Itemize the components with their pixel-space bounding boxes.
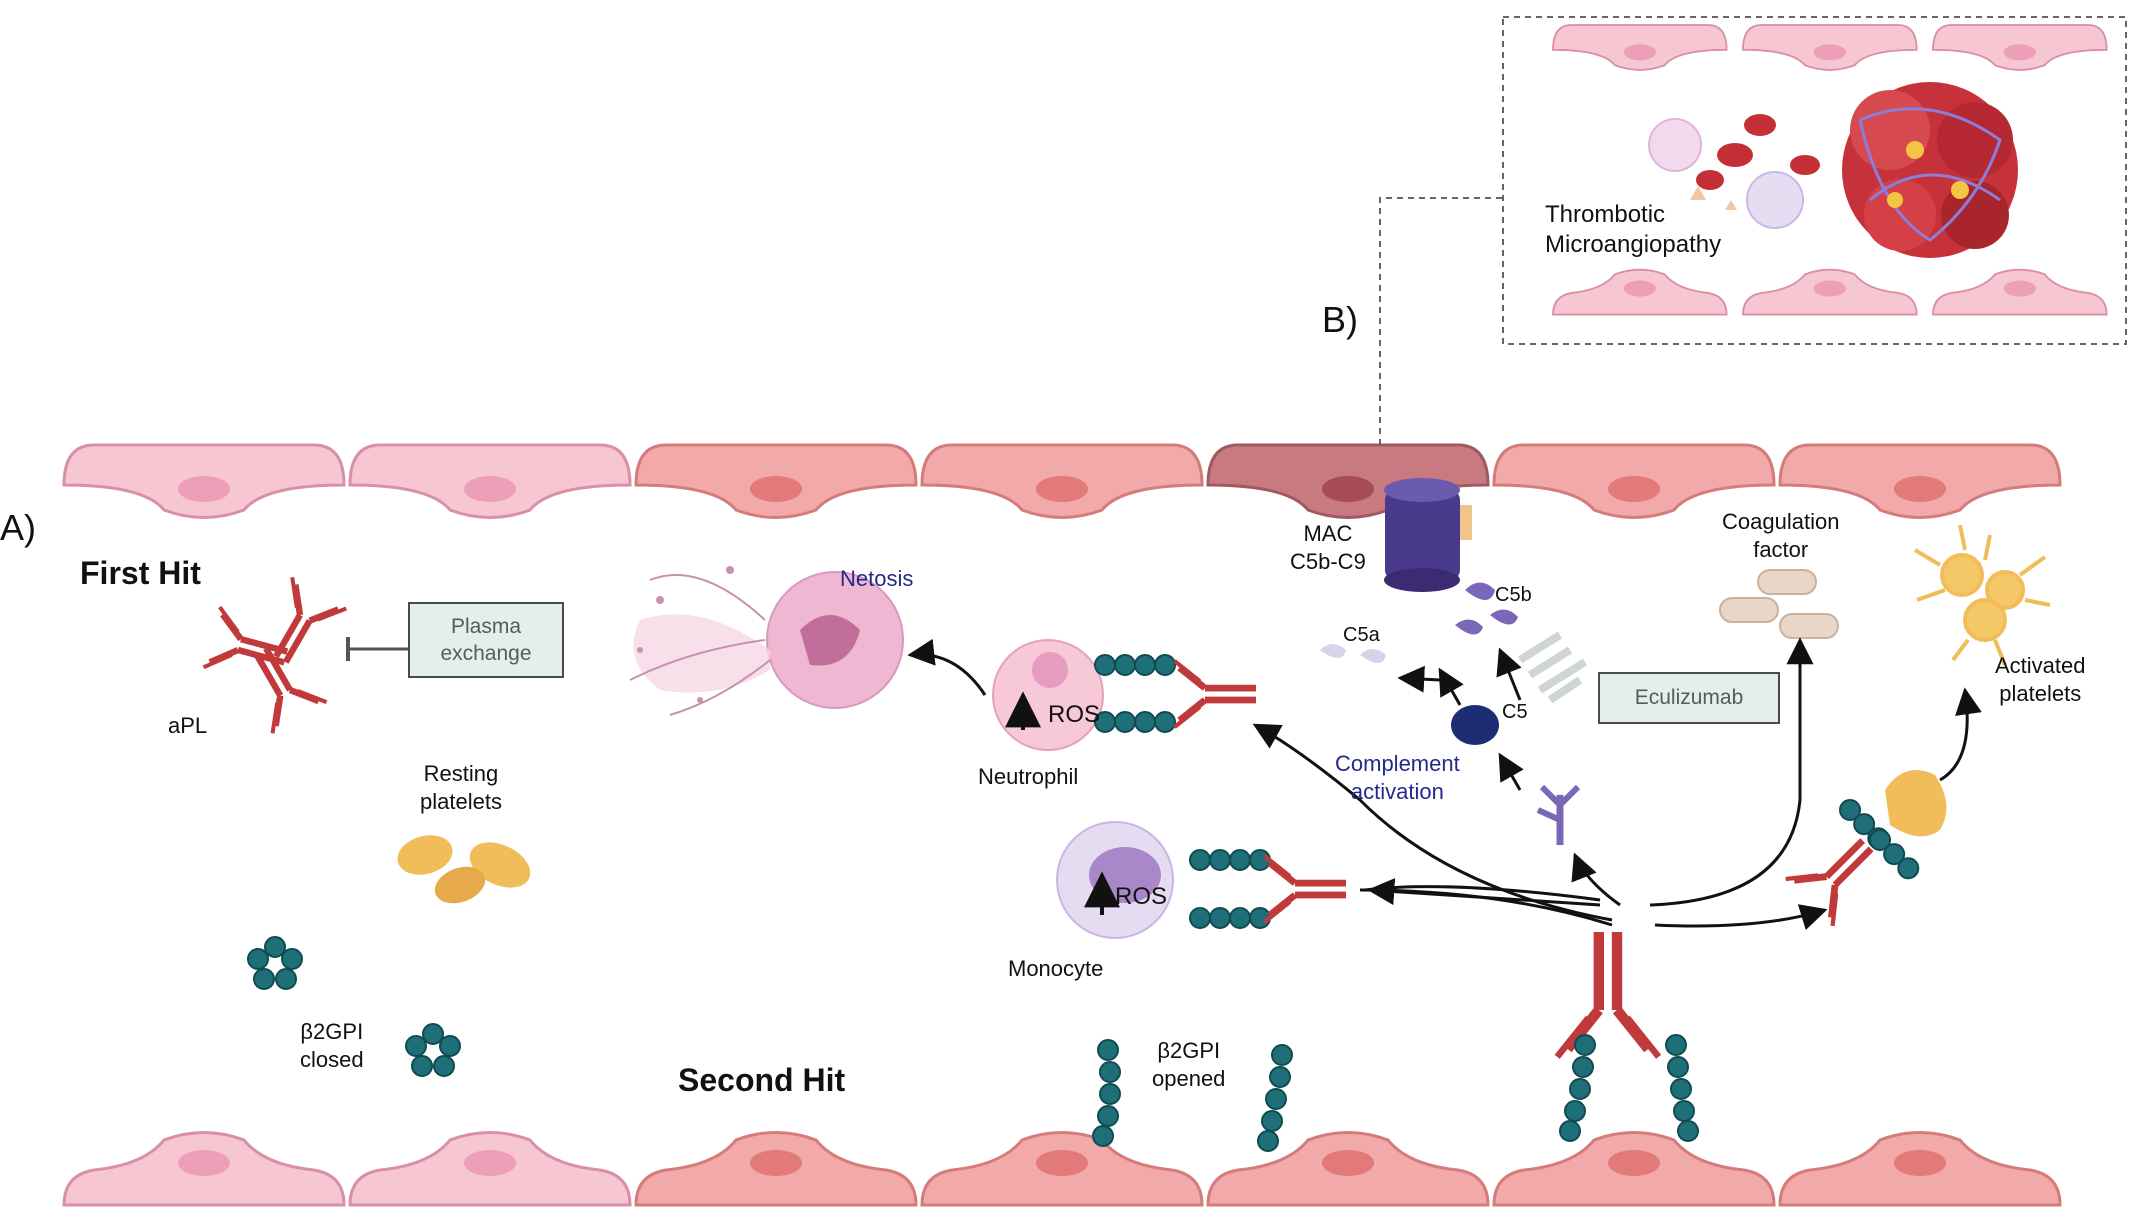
complement-line-2: activation — [1350, 778, 1444, 804]
coagulation-line-1: Coagulation — [1722, 509, 1840, 534]
c5a-label: C5a — [1343, 624, 1380, 646]
b2gpi-opened-line-2: opened — [1152, 1065, 1226, 1091]
b2gpi-closed-line-1: β2GPI — [300, 1019, 364, 1044]
small-cells-cluster — [1648, 114, 1820, 229]
b2gpi-opened-line-1: β2GPI — [1157, 1038, 1221, 1063]
coagulation-factor-label: Coagulation factor — [1722, 508, 1839, 563]
monocyte-cell — [1056, 821, 1346, 939]
mac-line-2: C5b-C9 — [1290, 548, 1366, 574]
tma-label: Thrombotic Microangiopathy — [1545, 200, 1721, 260]
bottom-endothelium — [62, 1131, 2062, 1207]
top-endothelium — [62, 443, 2062, 519]
resting-platelets — [397, 835, 531, 904]
resting-line-2: platelets — [420, 788, 502, 814]
complement-line-1: Complement — [1335, 751, 1460, 776]
neutrophil-label: Neutrophil — [978, 764, 1079, 789]
panel-b-label: B) — [1322, 299, 1358, 340]
activated-line-2: platelets — [1999, 680, 2082, 706]
b2gpi-closed-line-2: closed — [300, 1046, 364, 1072]
monocyte-label: Monocyte — [1008, 956, 1104, 981]
coagulation-line-2: factor — [1753, 536, 1809, 562]
netosis-label: Netosis — [840, 566, 914, 591]
mac-label: MAC C5b-C9 — [1290, 520, 1366, 575]
central-antibody — [1557, 932, 1699, 1142]
b2gpi-closed-label: β2GPI closed — [300, 1018, 364, 1073]
platelet-binding — [1786, 770, 1947, 926]
eculizumab-box: Eculizumab — [1598, 672, 1780, 724]
complement-fragments — [1320, 582, 1588, 860]
activated-line-1: Activated — [1995, 653, 2086, 678]
resting-platelets-label: Resting platelets — [420, 760, 502, 815]
eculizumab-text: Eculizumab — [1634, 686, 1744, 710]
panel-a-label: A) — [0, 507, 36, 548]
inset-panel-b — [1502, 16, 2127, 345]
resting-line-1: Resting — [423, 761, 499, 786]
plasma-exchange-text-2: exchange — [440, 642, 532, 665]
apl-antibodies — [204, 577, 347, 733]
tma-line-2: Microangiopathy — [1545, 231, 1722, 258]
netosis-cell — [629, 566, 904, 716]
monocyte-ros-label: ROS — [1115, 883, 1168, 910]
neutrophil-ros-label: ROS — [1048, 701, 1101, 728]
first-hit-label: First Hit — [80, 555, 201, 591]
c5b-label: C5b — [1495, 584, 1532, 606]
mac-pore — [1384, 478, 1472, 592]
apl-label: aPL — [168, 713, 208, 738]
plasma-exchange-text-1: Plasma — [450, 614, 522, 638]
activated-platelets-label: Activated platelets — [1995, 652, 2086, 707]
signal-arrows — [907, 637, 1982, 931]
thrombus-cluster — [1842, 82, 2018, 258]
mac-line-1: MAC — [1303, 521, 1353, 546]
tma-line-1: Thrombotic — [1545, 201, 1666, 228]
c5-label: C5 — [1502, 701, 1528, 723]
eculizumab-molecule — [1517, 631, 1588, 704]
second-hit-label: Second Hit — [678, 1062, 846, 1098]
b2gpi-opened-label: β2GPI opened — [1152, 1037, 1225, 1092]
plasma-exchange-box: Plasma exchange — [408, 602, 564, 678]
neutrophil-cell — [992, 639, 1256, 751]
activated-platelets — [1913, 524, 2051, 666]
coagulation-factors — [1719, 569, 1839, 639]
complement-activation-label: Complement activation — [1335, 750, 1460, 805]
